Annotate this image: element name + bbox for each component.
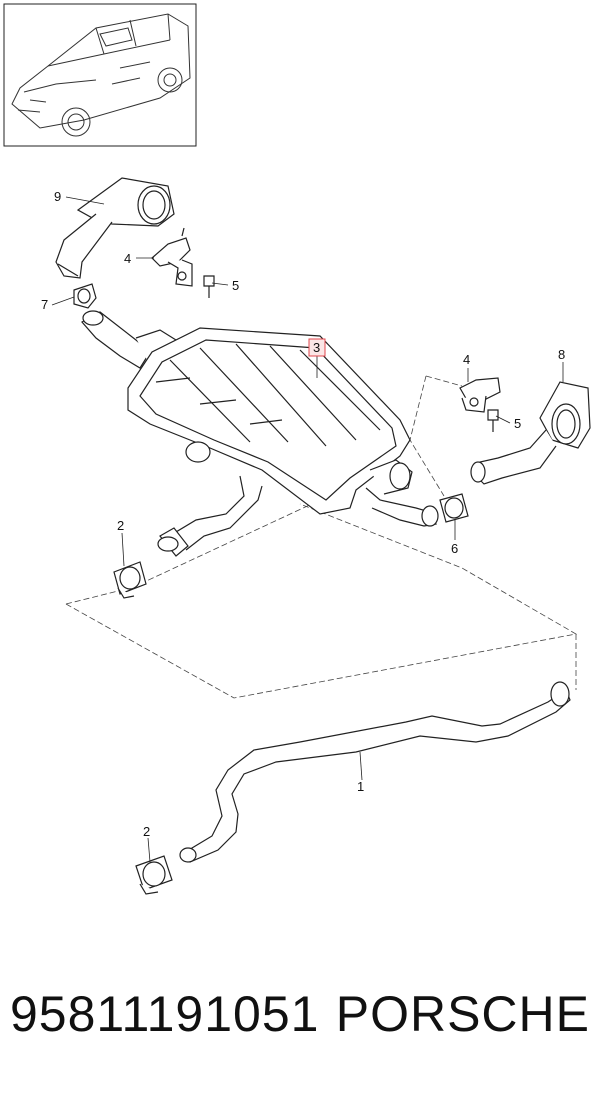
bolt-right — [487, 409, 499, 432]
part-number: 95811191051 — [10, 986, 320, 1042]
callout-5-right: 5 — [514, 416, 521, 431]
callout-3: 3 — [313, 340, 320, 355]
callout-labels: 9 4 5 7 3 4 8 5 2 6 1 2 — [41, 189, 565, 839]
leader-lines — [51, 196, 564, 863]
callout-7: 7 — [41, 297, 48, 312]
clamp-small-left — [73, 283, 97, 309]
mount-bracket-left — [151, 227, 193, 287]
rear-muffler — [127, 327, 411, 551]
brand-name: PORSCHE — [335, 986, 590, 1042]
callout-4-left: 4 — [124, 251, 131, 266]
tailpipe-tip-right — [470, 381, 591, 485]
bolt-left — [203, 275, 215, 298]
vehicle-thumbnail — [3, 3, 197, 147]
muffler-outlet-pipe-right — [365, 459, 439, 527]
tailpipe-tip-left — [55, 177, 175, 279]
callout-3-highlight — [308, 338, 326, 357]
clamp-right — [439, 493, 469, 523]
callout-4-right: 4 — [463, 352, 470, 367]
mount-bracket-right — [459, 377, 501, 413]
callout-6: 6 — [451, 541, 458, 556]
callout-9: 9 — [54, 189, 61, 204]
callout-8: 8 — [558, 347, 565, 362]
reference-frame-lines — [65, 375, 578, 699]
callout-2-upper: 2 — [117, 518, 124, 533]
clamp-lower — [135, 855, 173, 895]
footer: 95811191051 PORSCHE — [10, 985, 590, 1055]
intermediate-pipe — [179, 681, 571, 863]
muffler-outlet-pipe-left — [157, 527, 189, 557]
callout-1: 1 — [357, 779, 364, 794]
callout-5-left: 5 — [232, 278, 239, 293]
clamp-upper — [113, 561, 147, 599]
callout-2-lower: 2 — [143, 824, 150, 839]
